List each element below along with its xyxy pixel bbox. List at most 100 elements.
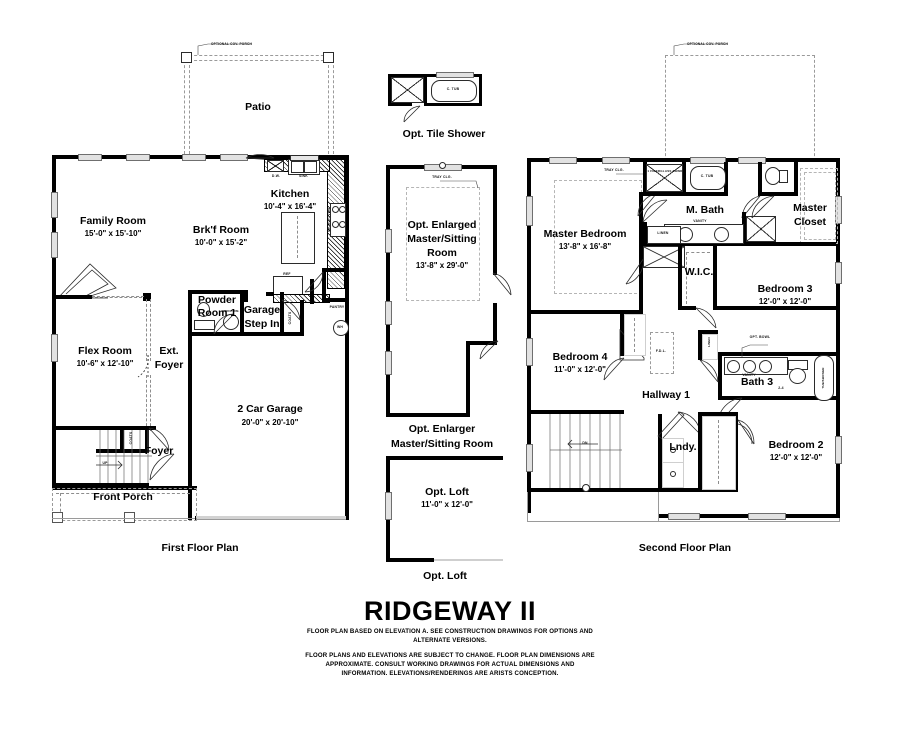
kitchen-island-centerline bbox=[297, 216, 298, 258]
bath3-toilet bbox=[789, 368, 806, 384]
ext-foyer-dash-v3 bbox=[146, 375, 147, 431]
room-label-opt-master-l2: Master/Sitting bbox=[407, 233, 477, 245]
pantry-label: PANTRY bbox=[329, 305, 345, 309]
opt-master-wall-jog-v bbox=[466, 341, 470, 417]
corner-tub-label: C. TUB bbox=[446, 87, 460, 91]
opt-master-sitting-plan: TRAY CLG. Opt. Enlarged Master/Sitting R… bbox=[380, 155, 512, 455]
shower-wall-bottom bbox=[643, 192, 686, 196]
tile-shower-wall-top bbox=[388, 74, 482, 77]
room-label-front-porch: Front Porch bbox=[93, 491, 153, 503]
room-label-opt-loft: Opt. Loft bbox=[425, 486, 469, 498]
opt-master-door-2 bbox=[479, 340, 499, 360]
bath3-wall-bottom bbox=[718, 396, 836, 400]
front-porch-inner-v bbox=[60, 493, 61, 517]
room-label-bedroom-4: Bedroom 4 bbox=[552, 351, 608, 363]
fiberglass-shower-pan bbox=[646, 164, 683, 192]
front-porch-inner bbox=[56, 493, 190, 494]
wic-shelf-1 bbox=[686, 252, 687, 304]
bath3-wall-top bbox=[718, 352, 836, 356]
room-dim-family-room: 15'-0" x 15'-10" bbox=[84, 229, 142, 238]
wall-family-bottom bbox=[56, 295, 92, 299]
caption-first-floor-plan: First Floor Plan bbox=[161, 542, 239, 554]
room-dim-flex-room: 10'-6" x 12'-10" bbox=[76, 359, 134, 368]
wall-pantry-bottom bbox=[322, 298, 349, 302]
room-label-powder-room-1: Room 1 bbox=[197, 307, 237, 319]
second-window-top-2 bbox=[602, 157, 630, 164]
window-left-2 bbox=[51, 232, 58, 258]
master-closet-wall-left bbox=[742, 212, 746, 246]
master-closet-wall-bottom bbox=[742, 242, 836, 246]
patio-door bbox=[220, 154, 248, 161]
stair-up-arrow bbox=[96, 460, 123, 470]
tray-ceiling-outline bbox=[406, 187, 480, 301]
second-window-bottom-1 bbox=[668, 513, 700, 520]
second-window-top-4 bbox=[738, 157, 766, 164]
wall-breakfast-right bbox=[310, 279, 314, 304]
stepin-door-swing bbox=[281, 299, 301, 321]
tile-shower-divider bbox=[424, 74, 427, 106]
lndy-angled-wall bbox=[657, 411, 685, 440]
mbath-linen-label: LINEN bbox=[657, 231, 669, 235]
room-label-wic: W.I.C. bbox=[684, 266, 714, 278]
second-stair-dn-label: DN bbox=[582, 441, 588, 445]
first-floor-plan: OPTIONAL COV. PORCH Patio bbox=[0, 0, 380, 570]
wall-family-stub bbox=[143, 293, 151, 301]
room-label-hallway-1: Hallway 1 bbox=[642, 389, 690, 401]
mbath-door-swing bbox=[642, 199, 668, 223]
bath3-wall-left-upper bbox=[698, 330, 702, 360]
powder-vanity bbox=[194, 320, 215, 330]
room-label-ext-foyer: Foyer bbox=[154, 359, 184, 371]
mbath-linen-left bbox=[643, 222, 647, 246]
second-porch-outline bbox=[665, 55, 815, 161]
burner-3 bbox=[332, 221, 339, 228]
opt-tile-shower-plan: C. TUB Opt. Tile Shower bbox=[380, 60, 510, 150]
wall-stair-bottom bbox=[56, 483, 149, 487]
porch-leader-line bbox=[197, 43, 252, 55]
optional-cov-porch-label-first: OPTIONAL COV. PORCH bbox=[211, 42, 252, 46]
tray-clg-leader bbox=[440, 180, 479, 189]
porch-column-2 bbox=[124, 512, 135, 523]
room-label-2-car-garage: 2 Car Garage bbox=[237, 403, 303, 415]
wall-powder-right bbox=[240, 290, 244, 336]
wic-bifold-door bbox=[643, 246, 685, 268]
window-left-flex bbox=[51, 334, 58, 362]
kitchen-door-swing bbox=[304, 271, 324, 293]
water-heater bbox=[333, 320, 349, 336]
wall-stepin-left bbox=[244, 290, 248, 302]
plan-title: RIDGEWAY II bbox=[363, 596, 537, 626]
second-floor-below-outline-right bbox=[839, 518, 840, 522]
tile-shower-door-swing bbox=[403, 105, 421, 123]
room-label-master-bedroom: Master Bedroom bbox=[543, 228, 627, 240]
room-label-flex-room: Flex Room bbox=[78, 345, 132, 357]
plan-disclaimer-1: FLOOR PLAN BASED ON ELEVATION A. SEE CON… bbox=[306, 628, 593, 644]
window-top-1 bbox=[78, 154, 102, 161]
opt-loft-wall-top bbox=[386, 456, 503, 460]
second-wall-top bbox=[527, 158, 840, 162]
second-window-left-3 bbox=[526, 444, 533, 472]
room-label-garage-step: Garage bbox=[243, 304, 281, 316]
tile-shower-wall-bottom-r bbox=[426, 103, 482, 106]
wall-stepin-bottom bbox=[244, 332, 284, 336]
second-window-bottom-2 bbox=[748, 513, 786, 520]
mbath-linen-box bbox=[647, 226, 681, 244]
bed4-closet bbox=[624, 314, 646, 356]
bath3-linen-closet bbox=[702, 334, 718, 360]
room-dim-bedroom-4: 11'-0" x 12'-0" bbox=[554, 365, 606, 374]
opt-master-wall-right-2 bbox=[493, 303, 497, 343]
wall-coats-closet-bottom bbox=[96, 449, 149, 453]
opt-bowl-leader bbox=[741, 344, 768, 357]
wic-wall-left bbox=[678, 246, 682, 310]
porch-edge bbox=[52, 518, 195, 519]
fdl-label: F.D.L. bbox=[655, 349, 667, 353]
caption-second-floor-plan: Second Floor Plan bbox=[638, 542, 732, 554]
refrigerator-label: REF bbox=[283, 272, 291, 276]
second-window-left-2 bbox=[526, 338, 533, 366]
room-label-lndy: Lndy. bbox=[669, 441, 697, 453]
bed4-wall-right bbox=[620, 314, 624, 356]
caption-opt-loft: Opt. Loft bbox=[423, 570, 467, 582]
room-label-ext: Ext. bbox=[159, 345, 179, 357]
opt-loft-wall-bottom bbox=[386, 558, 434, 562]
room-label-family-room: Family Room bbox=[80, 215, 146, 227]
opt-master-dim-side bbox=[384, 356, 387, 378]
second-stair-wall-bottom bbox=[527, 488, 658, 492]
